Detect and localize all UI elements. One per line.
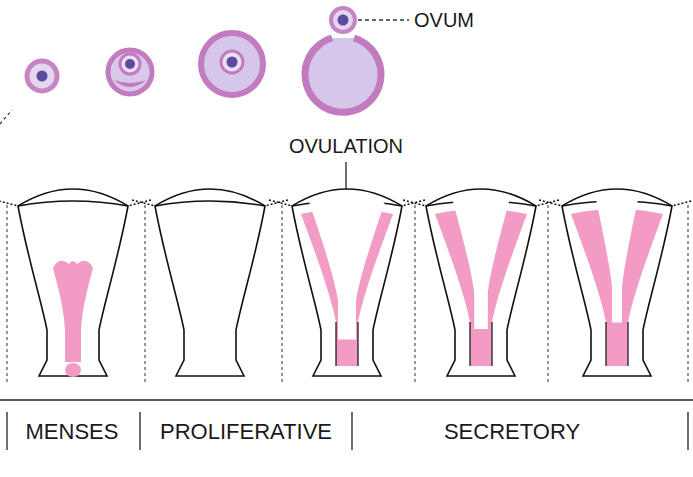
uterus-ovulation	[269, 189, 425, 376]
uterus-menses	[0, 189, 151, 377]
follicle-sequence	[27, 8, 409, 112]
phase-label: MENSES	[26, 421, 119, 443]
leader-fragment	[0, 110, 12, 124]
phase-label: SECRETORY	[444, 421, 580, 443]
phase-label: PROLIFERATIVE	[160, 421, 332, 443]
phase-timeline	[0, 400, 693, 450]
uterus-secretory-early	[403, 189, 559, 376]
structure-label: OVUM	[414, 10, 474, 30]
uterus-proliferative	[132, 189, 288, 376]
event-label: OVULATION	[289, 136, 403, 156]
uterus-secretory-late	[539, 189, 693, 376]
